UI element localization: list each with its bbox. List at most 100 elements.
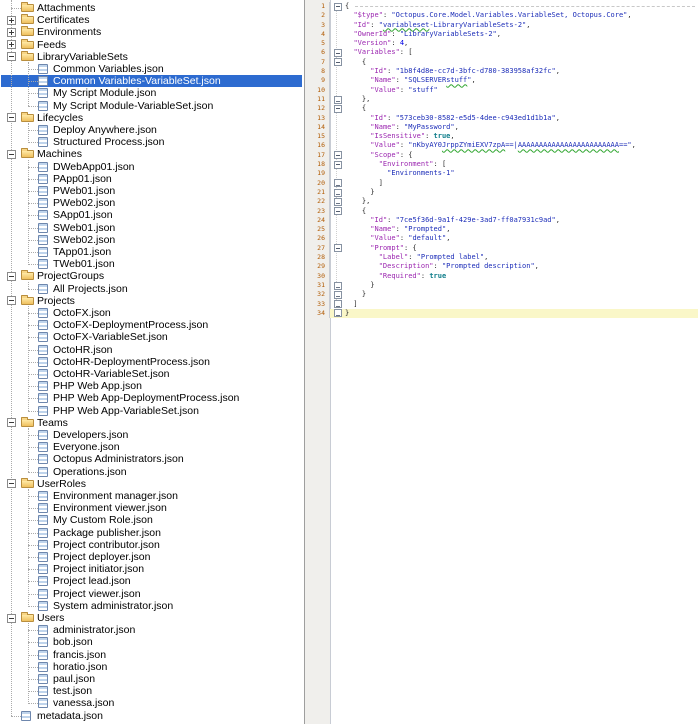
code-text[interactable]: "Id": "7ce5f36d-9a1f-429e-3ad7-ff0a7931c…	[345, 216, 698, 225]
tree-file-item[interactable]: Developers.json	[0, 429, 304, 441]
fold-collapse-icon[interactable]	[333, 160, 342, 169]
tree-file-item[interactable]: PHP Web App-VariableSet.json	[0, 405, 304, 417]
code-text[interactable]: "Scope": {	[345, 151, 698, 160]
line-body[interactable]: "Value": "stuff"	[330, 86, 698, 95]
line-body[interactable]: {	[330, 58, 698, 67]
tree-file-item[interactable]: OctoFX.json	[0, 307, 304, 319]
line-body[interactable]: "Id": "variableset-LibraryVariableSets-2…	[330, 21, 698, 30]
code-line[interactable]: 27 "Prompt": {	[305, 243, 698, 254]
tree-file-item[interactable]: PWeb01.json	[0, 185, 304, 197]
fold-end-icon[interactable]	[333, 300, 342, 309]
line-body[interactable]: "Prompt": {	[330, 244, 698, 253]
expand-icon[interactable]	[7, 27, 16, 37]
code-line[interactable]: 10 "Value": "stuff"	[305, 85, 698, 95]
code-line[interactable]: 34}	[305, 308, 698, 319]
code-line[interactable]: 8 "Id": "1b8f4d8e-cc7d-3bfc-d780-383958a…	[305, 67, 698, 77]
line-body[interactable]: ]	[330, 300, 698, 309]
line-body[interactable]: {	[330, 207, 698, 216]
tree-file-item[interactable]: OctoHR.json	[0, 344, 304, 356]
code-line[interactable]: 29 "Description": "Prompted description"…	[305, 262, 698, 272]
code-line[interactable]: 26 "Value": "default",	[305, 234, 698, 244]
line-body[interactable]: "Environments-1"	[330, 169, 698, 178]
line-body[interactable]: {	[330, 2, 698, 11]
tree-file-item[interactable]: Common Variables.json	[0, 63, 304, 75]
code-text[interactable]: "OwnerId": "LibraryVariableSets-2",	[345, 30, 698, 39]
fold-end-icon[interactable]	[333, 179, 342, 188]
line-body[interactable]: "Value": "nKbyAY0JrppZYmiEXV7zpA==|AAAAA…	[330, 141, 698, 150]
tree-file-item[interactable]: OctoHR-DeploymentProcess.json	[0, 356, 304, 368]
current-line[interactable]: }	[330, 308, 698, 319]
tree-file-item[interactable]: All Projects.json	[0, 283, 304, 295]
line-body[interactable]: "IsSensitive": true,	[330, 132, 698, 141]
tree-file-item[interactable]: test.json	[0, 685, 304, 697]
tree-file-item[interactable]: TWeb01.json	[0, 258, 304, 270]
code-text[interactable]: {	[345, 207, 698, 216]
collapse-icon[interactable]	[7, 113, 16, 123]
code-line[interactable]: 30 "Required": true	[305, 271, 698, 281]
tree-folder-item[interactable]: Users	[0, 612, 304, 624]
line-body[interactable]: "Environment": [	[330, 160, 698, 169]
code-line[interactable]: 9 "Name": "SQLSERVERstuff",	[305, 76, 698, 86]
fold-collapse-icon[interactable]	[333, 151, 342, 160]
tree-file-item[interactable]: vanessa.json	[0, 697, 304, 709]
code-line[interactable]: 24 "Id": "7ce5f36d-9a1f-429e-3ad7-ff0a79…	[305, 215, 698, 226]
line-body[interactable]: }	[330, 188, 698, 197]
fold-end-icon[interactable]	[333, 309, 342, 318]
tree-file-item[interactable]: Octopus Administrators.json	[0, 453, 304, 465]
code-line[interactable]: 25 "Name": "Prompted",	[305, 225, 698, 235]
tree-folder-item[interactable]: Feeds	[0, 39, 304, 51]
tree-folder-item[interactable]: LibraryVariableSets	[0, 51, 304, 63]
line-body[interactable]: "Id": "1b8f4d8e-cc7d-3bfc-d780-383958af3…	[330, 67, 698, 76]
line-body[interactable]: "Variables": [	[330, 48, 698, 58]
tree-file-item[interactable]: Structured Process.json	[0, 136, 304, 148]
code-line[interactable]: 23 {	[305, 206, 698, 216]
tree-file-item[interactable]: Project contributor.json	[0, 539, 304, 551]
tree-file-item[interactable]: PHP Web App.json	[0, 380, 304, 392]
line-body[interactable]: {	[330, 104, 698, 113]
line-body[interactable]: "Required": true	[330, 272, 698, 281]
tree-file-item[interactable]: TApp01.json	[0, 246, 304, 258]
tree-file-item[interactable]: OctoFX-VariableSet.json	[0, 331, 304, 343]
collapse-icon[interactable]	[7, 613, 16, 623]
line-body[interactable]: "Value": "default",	[330, 234, 698, 243]
tree-file-item[interactable]: PWeb02.json	[0, 197, 304, 209]
line-body[interactable]: "Id": "7ce5f36d-9a1f-429e-3ad7-ff0a7931c…	[330, 216, 698, 225]
code-line[interactable]: 28 "Label": "Prompted label",	[305, 253, 698, 263]
tree-file-item[interactable]: PHP Web App-DeploymentProcess.json	[0, 392, 304, 404]
line-body[interactable]: "$type": "Octopus.Core.Model.Variables.V…	[330, 11, 698, 20]
code-line[interactable]: 11 },	[305, 94, 698, 105]
tree-file-item[interactable]: My Custom Role.json	[0, 514, 304, 526]
line-body[interactable]: "Label": "Prompted label",	[330, 253, 698, 262]
fold-end-icon[interactable]	[333, 197, 342, 206]
fold-collapse-icon[interactable]	[333, 244, 342, 253]
collapse-icon[interactable]	[7, 479, 16, 489]
code-line[interactable]: 5 "Version": 4,	[305, 39, 698, 49]
tree-file-item[interactable]: SWeb02.json	[0, 234, 304, 246]
tree-folder-item[interactable]: Lifecycles	[0, 112, 304, 124]
tree-file-item[interactable]: SWeb01.json	[0, 222, 304, 234]
code-text[interactable]: }	[345, 281, 698, 290]
code-text[interactable]: "Description": "Prompted description",	[345, 262, 698, 271]
code-line[interactable]: 32 }	[305, 290, 698, 300]
tree-file-item[interactable]: OctoFX-DeploymentProcess.json	[0, 319, 304, 331]
code-line[interactable]: 6 "Variables": [	[305, 48, 698, 58]
line-body[interactable]: "Version": 4,	[330, 39, 698, 48]
code-text[interactable]: "Name": "Prompted",	[345, 225, 698, 234]
tree-folder-item[interactable]: Teams	[0, 417, 304, 429]
fold-end-icon[interactable]	[333, 188, 342, 197]
tree-file-item[interactable]: OctoHR-VariableSet.json	[0, 368, 304, 380]
line-body[interactable]: },	[330, 197, 698, 206]
code-line[interactable]: 4 "OwnerId": "LibraryVariableSets-2",	[305, 29, 698, 40]
code-text[interactable]: ]	[345, 179, 698, 188]
tree-folder-item[interactable]: UserRoles	[0, 478, 304, 490]
code-line[interactable]: 14 "Name": "MyPassword",	[305, 122, 698, 133]
line-body[interactable]: "Name": "Prompted",	[330, 225, 698, 234]
code-line[interactable]: 1{	[305, 2, 698, 12]
code-text[interactable]: "Value": "nKbyAY0JrppZYmiEXV7zpA==|AAAAA…	[345, 141, 698, 150]
expand-icon[interactable]	[7, 15, 16, 25]
code-text[interactable]: "Variables": [	[345, 48, 698, 57]
code-line[interactable]: 20 ]	[305, 178, 698, 188]
tree-folder-item[interactable]: Projects	[0, 295, 304, 307]
code-line[interactable]: 19 "Environments-1"	[305, 169, 698, 179]
code-text[interactable]: "Name": "MyPassword",	[345, 123, 698, 132]
